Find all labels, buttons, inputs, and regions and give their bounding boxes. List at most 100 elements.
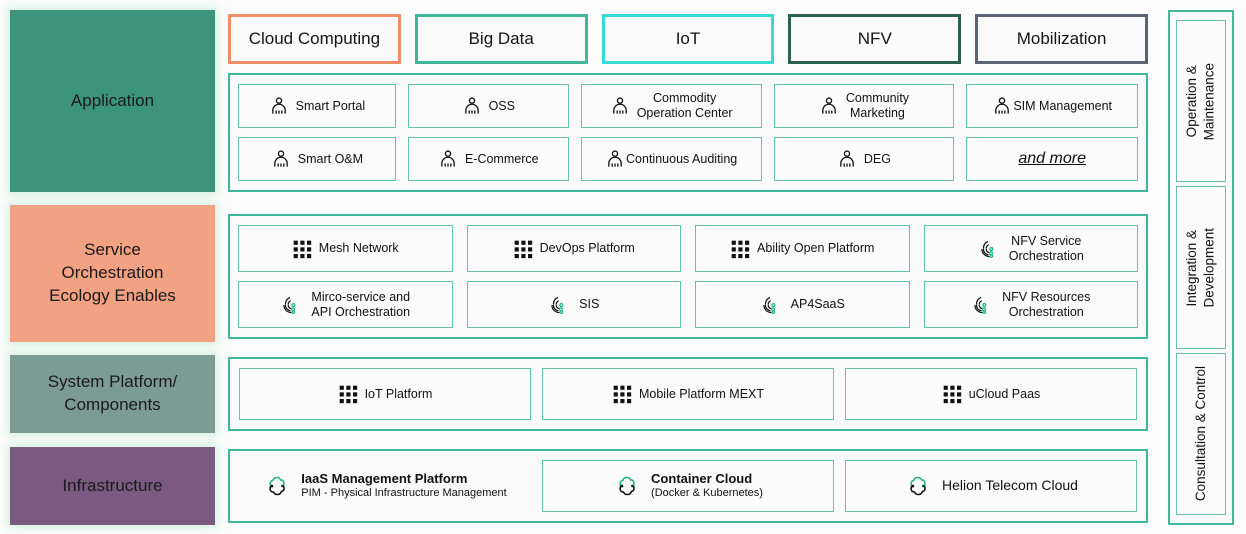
- service-tile-nfv-service-orchestration-label: NFV Service Orchestration: [1008, 233, 1084, 263]
- app-tile-smart-o-m[interactable]: Smart O&M: [238, 137, 396, 181]
- rail-item-integration-development[interactable]: Integration & Development: [1176, 186, 1226, 349]
- service-tile-sis[interactable]: SIS: [466, 281, 681, 328]
- grid-dots-icon: [513, 239, 533, 259]
- infra-tile-container-cloud-title: Container Cloud: [651, 471, 753, 486]
- service-tile-mirco-service-and-api-orchestration-label: Mirco-service and API Orchestration: [311, 289, 411, 319]
- rail-item-consultation-control[interactable]: Consultation & Control: [1176, 352, 1226, 515]
- orchestration-icon: [760, 295, 784, 315]
- system-tile-ucloud-paas-label: uCloud Paas: [968, 386, 1041, 401]
- layer-label-service: Service Orchestration Ecology Enables: [10, 205, 215, 342]
- service-tile-devops-platform[interactable]: DevOps Platform: [466, 225, 681, 272]
- product-tab-row: Cloud Computing Big Data IoT NFV Mobiliz…: [228, 14, 1148, 64]
- service-tile-ap4saas[interactable]: AP4SaaS: [695, 281, 910, 328]
- person-icon: [605, 149, 625, 169]
- app-tile-deg-label: DEG: [863, 151, 891, 166]
- system-tile-mobile-platform-mext-label: Mobile Platform MEXT: [638, 386, 765, 401]
- app-tile-oss-label: OSS: [488, 98, 515, 113]
- tab-cloud-computing[interactable]: Cloud Computing: [228, 14, 401, 64]
- system-tile-iot-platform[interactable]: IoT Platform: [239, 368, 531, 420]
- app-tile-smart-portal-label: Smart Portal: [295, 98, 366, 113]
- system-layer-panel: IoT Platform Mobile Platform MEXT uCloud P…: [228, 357, 1148, 431]
- service-tile-mirco-service-and-api-orchestration[interactable]: Mirco-service and API Orchestration: [238, 281, 453, 328]
- app-tile-sim-management-label: SIM Management: [1013, 98, 1113, 113]
- infra-tile-iaas-management-platform-subtitle: PIM - Physical Infrastructure Management: [301, 487, 507, 500]
- service-tile-ap4saas-label: AP4SaaS: [790, 297, 845, 311]
- person-icon: [271, 149, 291, 169]
- rail-item-integration-development-label: Integration & Development: [1184, 227, 1217, 308]
- service-tile-nfv-resources-orchestration-label: NFV Resources Orchestration: [1002, 289, 1091, 319]
- app-tile-and-more-label: and more: [1018, 150, 1086, 168]
- service-tile-ability-open-platform-label: Ability Open Platform: [757, 241, 875, 255]
- infra-tile-helion-telecom-cloud[interactable]: Helion Telecom Cloud: [845, 460, 1137, 512]
- infra-tile-iaas-management-platform-title: IaaS Management Platform: [301, 471, 468, 486]
- tab-big-data-label: Big Data: [468, 29, 534, 48]
- grid-dots-icon: [942, 384, 962, 404]
- service-tile-nfv-service-orchestration[interactable]: NFV Service Orchestration: [923, 225, 1138, 272]
- service-tile-nfv-resources-orchestration[interactable]: NFV Resources Orchestration: [923, 281, 1138, 328]
- service-tile-grid: Mesh Network DevOps Platform Ability Open …: [238, 225, 1138, 328]
- layer-label-service-text: Service Orchestration Ecology Enables: [49, 240, 176, 305]
- layer-label-system: System Platform/ Components: [10, 355, 215, 433]
- application-layer-panel: Smart Portal OSS Commodity Operation Cente…: [228, 73, 1148, 192]
- app-tile-commodity-operation-center[interactable]: Commodity Operation Center: [580, 84, 762, 128]
- service-tile-devops-platform-label: DevOps Platform: [539, 241, 635, 255]
- person-icon: [837, 149, 857, 169]
- orchestration-icon: [978, 239, 1002, 259]
- system-tile-ucloud-paas[interactable]: uCloud Paas: [845, 368, 1137, 420]
- app-tile-oss[interactable]: OSS: [407, 84, 569, 128]
- rail-item-operation-maintenance[interactable]: Operation & Maintenance: [1176, 20, 1226, 183]
- service-layer-panel: Mesh Network DevOps Platform Ability Open …: [228, 214, 1148, 339]
- system-tile-iot-platform-label: IoT Platform: [364, 386, 433, 401]
- grid-dots-icon: [612, 384, 632, 404]
- app-tile-sim-management[interactable]: SIM Management: [966, 84, 1138, 128]
- person-icon: [269, 96, 289, 116]
- infra-tile-helion-telecom-cloud-title: Helion Telecom Cloud: [942, 477, 1078, 494]
- app-tile-smart-portal[interactable]: Smart Portal: [238, 84, 396, 128]
- app-tile-community-marketing-label: Community Marketing: [845, 91, 910, 120]
- grid-dots-icon: [338, 384, 358, 404]
- service-tile-ability-open-platform[interactable]: Ability Open Platform: [695, 225, 910, 272]
- orchestration-icon: [280, 295, 304, 315]
- infra-tile-helion-telecom-cloud-text: Helion Telecom Cloud: [942, 477, 1078, 495]
- layer-label-application-text: Application: [70, 90, 155, 110]
- infra-tile-container-cloud-subtitle: (Docker & Kubernetes): [651, 487, 763, 500]
- app-tile-commodity-operation-center-label: Commodity Operation Center: [636, 91, 733, 120]
- app-tile-e-commerce-label: E-Commerce: [464, 151, 539, 166]
- tab-mobilization[interactable]: Mobilization: [975, 14, 1148, 64]
- cloud-sync-icon: [263, 475, 291, 497]
- app-tile-smart-o-m-label: Smart O&M: [297, 151, 364, 166]
- tab-nfv-label: NFV: [857, 29, 892, 48]
- infra-tile-container-cloud-text: Container Cloud(Docker & Kubernetes): [651, 471, 763, 501]
- infra-tile-container-cloud[interactable]: Container Cloud(Docker & Kubernetes): [542, 460, 834, 512]
- cloud-sync-icon: [904, 475, 932, 497]
- system-tile-grid: IoT Platform Mobile Platform MEXT uCloud P…: [239, 368, 1137, 420]
- app-tile-e-commerce[interactable]: E-Commerce: [407, 137, 569, 181]
- layer-label-application: Application: [10, 10, 215, 192]
- grid-dots-icon: [292, 239, 312, 259]
- app-tile-continuous-auditing[interactable]: Continuous Auditing: [580, 137, 762, 181]
- service-tile-mesh-network[interactable]: Mesh Network: [238, 225, 453, 272]
- lifecycle-rail: Operation & Maintenance Integration & De…: [1168, 10, 1234, 525]
- tab-iot[interactable]: IoT: [601, 14, 775, 64]
- app-tile-and-more[interactable]: and more: [966, 137, 1138, 181]
- rail-item-consultation-control-label: Consultation & Control: [1193, 366, 1209, 502]
- tab-iot-label: IoT: [675, 29, 701, 48]
- orchestration-icon: [548, 295, 572, 315]
- person-icon: [819, 96, 839, 116]
- system-tile-mobile-platform-mext[interactable]: Mobile Platform MEXT: [542, 368, 834, 420]
- app-tile-community-marketing[interactable]: Community Marketing: [773, 84, 955, 128]
- person-icon: [462, 96, 482, 116]
- tab-nfv[interactable]: NFV: [788, 14, 962, 64]
- orchestration-icon: [971, 295, 995, 315]
- app-tile-deg[interactable]: DEG: [773, 137, 955, 181]
- tab-cloud-computing-label: Cloud Computing: [248, 29, 381, 48]
- person-icon: [610, 96, 630, 116]
- tab-big-data[interactable]: Big Data: [414, 14, 588, 64]
- cloud-sync-icon: [613, 475, 641, 497]
- layer-label-infrastructure-text: Infrastructure: [62, 475, 163, 495]
- service-tile-sis-label: SIS: [579, 297, 600, 311]
